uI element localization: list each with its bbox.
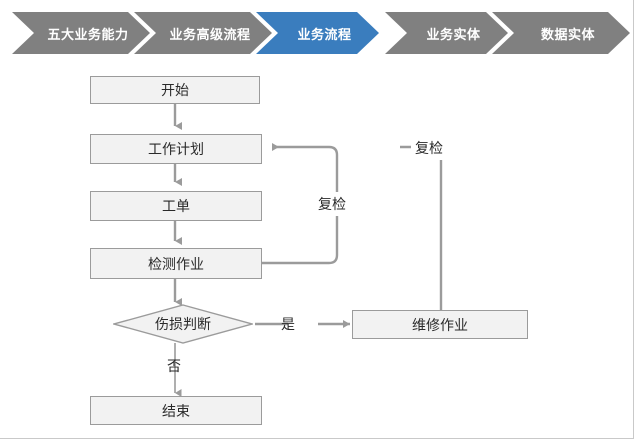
node-end[interactable]: 结束: [90, 396, 262, 425]
breadcrumb-item-0[interactable]: 五大业务能力: [12, 12, 150, 54]
node-repair[interactable]: 维修作业: [352, 310, 528, 339]
breadcrumb-label-3: 业务实体: [426, 26, 481, 42]
node-workorder[interactable]: 工单: [90, 191, 262, 221]
breadcrumb-item-2[interactable]: 业务流程: [256, 12, 379, 54]
breadcrumb-item-1[interactable]: 业务高级流程: [134, 12, 272, 54]
breadcrumb-label-4: 数据实体: [540, 26, 595, 42]
node-start-label: 开始: [161, 82, 189, 98]
node-workorder-label: 工单: [162, 198, 190, 214]
connector-recheck-outer: [400, 145, 443, 310]
node-end-label: 结束: [162, 402, 190, 419]
node-start[interactable]: 开始: [90, 76, 260, 104]
decision-diamond-shape: [113, 304, 253, 344]
node-inspect-label: 检测作业: [148, 255, 204, 272]
breadcrumb-shapes: [12, 12, 630, 54]
edge-label-recheck-inner: 复检: [314, 192, 350, 216]
node-repair-label: 维修作业: [412, 316, 468, 333]
node-decision[interactable]: 伤损判断: [113, 304, 253, 344]
edge-label-no: 否: [167, 358, 181, 374]
breadcrumb-item-3[interactable]: 业务实体: [385, 12, 508, 54]
breadcrumb-label-0: 五大业务能力: [47, 26, 129, 42]
node-workplan[interactable]: 工作计划: [90, 134, 262, 164]
edge-label-recheck-outer: 复检: [411, 136, 447, 160]
breadcrumb-shape-2: [256, 12, 379, 54]
breadcrumb-shape-3: [385, 12, 508, 54]
breadcrumb-shape-1: [134, 12, 272, 54]
breadcrumb-shape-0: [12, 12, 150, 54]
breadcrumb-label-1: 业务高级流程: [169, 26, 251, 42]
breadcrumb-item-4[interactable]: 数据实体: [492, 12, 630, 54]
edge-label-yes: 是: [281, 316, 295, 332]
breadcrumb: 五大业务能力 业务高级流程 业务流程 业务实体 数据实体: [0, 12, 634, 54]
node-inspect[interactable]: 检测作业: [90, 248, 262, 279]
breadcrumb-label-2: 业务流程: [297, 26, 352, 42]
node-workplan-label: 工作计划: [148, 141, 204, 157]
breadcrumb-shape-4: [492, 12, 630, 54]
